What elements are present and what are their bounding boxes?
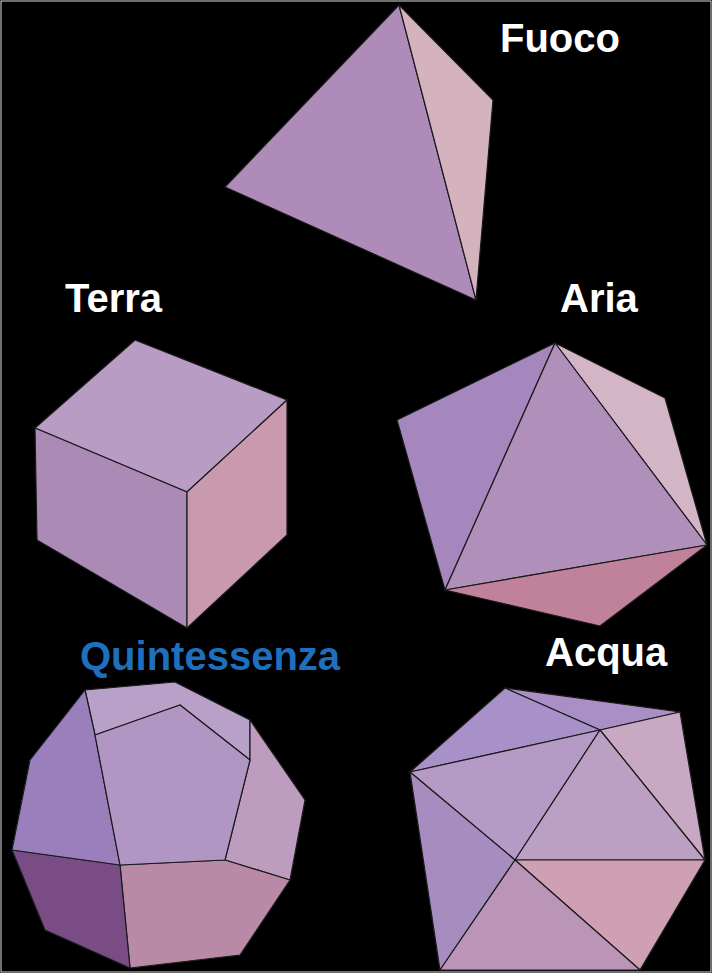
cube [35, 340, 287, 628]
octahedron [397, 343, 707, 626]
element-label: Quintessenza [80, 634, 340, 678]
dodecahedron [12, 682, 305, 968]
icosahedron [410, 688, 705, 970]
element-label: Acqua [545, 630, 667, 674]
element-label: Aria [560, 276, 638, 320]
tetrahedron [225, 5, 493, 300]
element-label: Terra [65, 276, 162, 320]
element-label: Fuoco [500, 16, 620, 60]
